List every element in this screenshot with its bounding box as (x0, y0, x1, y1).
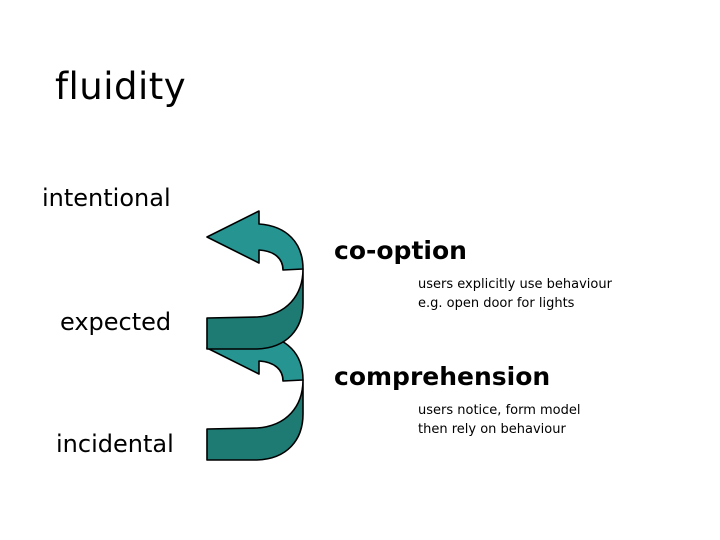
heading-comprehension: comprehension (334, 362, 551, 391)
axis-label-intentional: intentional (42, 184, 171, 212)
axis-label-incidental: incidental (56, 430, 174, 458)
body-line: e.g. open door for lights (418, 295, 575, 311)
page-title: fluidity (55, 65, 187, 108)
body-comprehension: users notice, form model then rely on be… (418, 402, 581, 440)
content-block-co-option: co-option users explicitly use behaviour… (334, 238, 612, 314)
body-line: users explicitly use behaviour (418, 277, 612, 292)
heading-co-option: co-option (334, 236, 467, 265)
arrow-upper-back-band (206, 268, 304, 350)
content-block-comprehension: comprehension users notice, form model t… (334, 364, 581, 440)
arrow-upper-front-band (206, 210, 304, 271)
body-line: then rely on behaviour (418, 421, 566, 437)
axis-label-expected: expected (60, 308, 172, 336)
body-co-option: users explicitly use behaviour e.g. open… (418, 276, 612, 314)
spiral-arrow (195, 182, 315, 467)
body-line: users notice, form model (418, 403, 581, 418)
arrow-lower-back-band (206, 379, 304, 461)
